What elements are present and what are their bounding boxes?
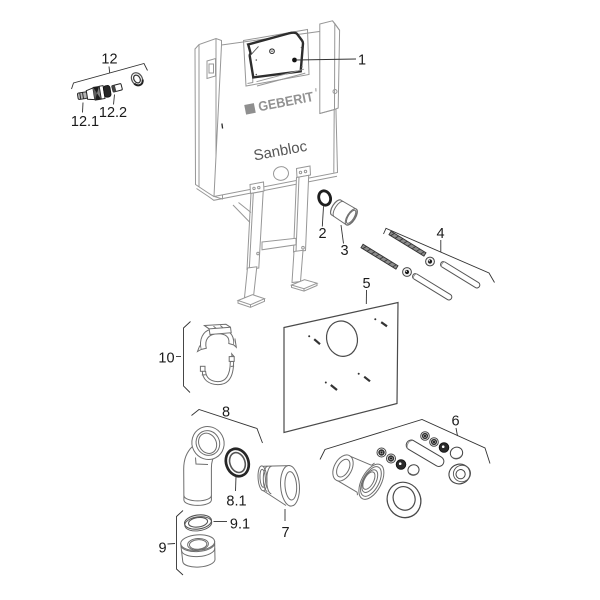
svg-text:3: 3 xyxy=(340,243,348,259)
svg-text:9.1: 9.1 xyxy=(230,517,250,533)
svg-text:8.1: 8.1 xyxy=(226,494,246,510)
svg-text:10: 10 xyxy=(158,351,174,367)
svg-text:12.1: 12.1 xyxy=(71,114,99,130)
svg-text:1: 1 xyxy=(358,53,366,69)
svg-text:5: 5 xyxy=(362,276,370,292)
svg-text:12: 12 xyxy=(101,52,117,68)
svg-text:9: 9 xyxy=(158,541,166,557)
svg-text:6: 6 xyxy=(451,414,459,430)
svg-text:12.2: 12.2 xyxy=(99,105,127,121)
svg-text:4: 4 xyxy=(436,226,444,242)
svg-text:2: 2 xyxy=(318,226,326,242)
svg-text:8: 8 xyxy=(222,405,230,421)
svg-text:7: 7 xyxy=(281,525,289,541)
